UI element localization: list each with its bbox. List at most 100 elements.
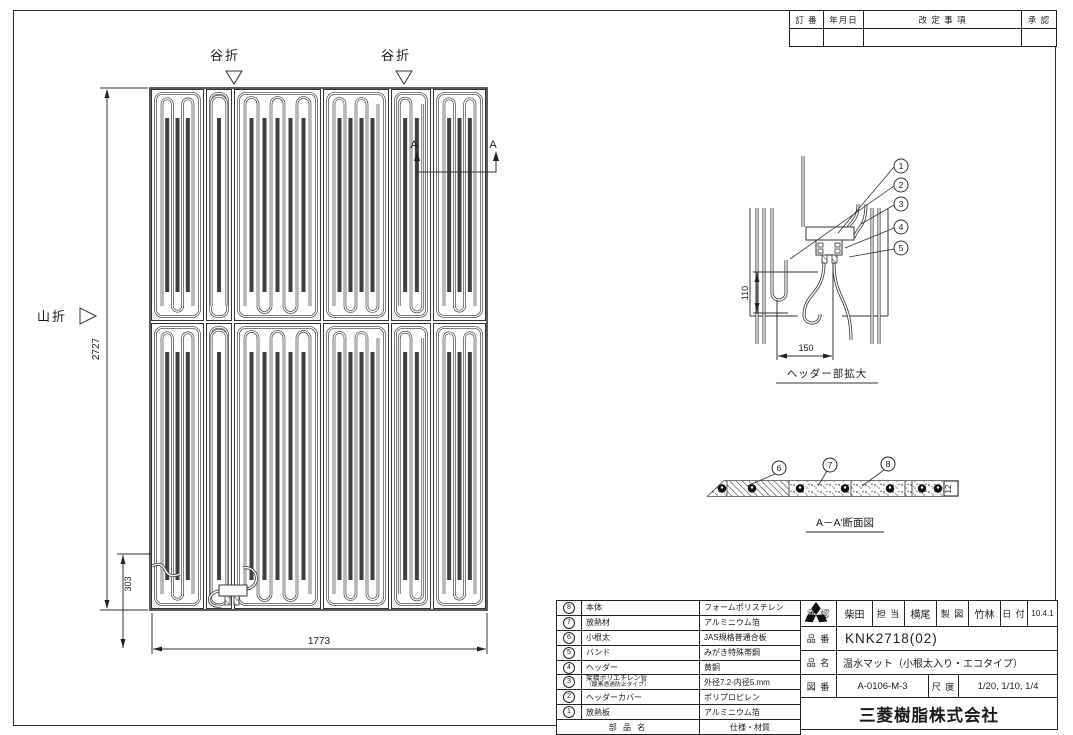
- header-detail-texts: 110 150 1 2 3 4 5 ヘッダー部拡大: [740, 161, 904, 380]
- joist-bar: [175, 118, 180, 292]
- mat-header-nipple: [233, 595, 240, 606]
- mat-header-body: [218, 584, 248, 597]
- header-detail-title: ヘッダー部拡大: [787, 367, 868, 380]
- callout-3-text: 3: [899, 199, 904, 209]
- joist-bar: [275, 352, 280, 580]
- parts-table-footer: 部 品 名仕様・材質: [557, 720, 800, 735]
- joist-bar: [414, 352, 419, 580]
- part-number-circle: 8: [563, 601, 575, 614]
- valley-fold-marker-1: [225, 70, 243, 85]
- joist-bar: [348, 352, 353, 580]
- title-block-company-row: 三菱樹脂株式会社: [801, 601, 1057, 729]
- title-block-part-name: 品 名 温水マット（小根太入り・エコタイプ）: [801, 651, 1057, 675]
- dim-150-text: 150: [798, 343, 813, 353]
- joist-bar: [359, 118, 364, 292]
- part-number: 8: [557, 601, 582, 615]
- joist-bar: [185, 352, 190, 580]
- thickness-box: [943, 480, 959, 497]
- joist-bar: [370, 352, 375, 580]
- drawing-no-value: A-0106-M-3: [837, 675, 929, 697]
- part-name-cell: ヘッダー: [582, 660, 700, 675]
- header-detail-view: [749, 156, 909, 384]
- revision-table: 訂 番 年月日 改 定 事 項 承 認: [789, 10, 1057, 47]
- callout-circle-5: [893, 240, 909, 256]
- part-number-circle: 1: [563, 706, 575, 719]
- part-number: 4: [557, 660, 582, 675]
- joist-bar: [337, 352, 342, 580]
- valley-fold-label-2: 谷折: [381, 48, 411, 63]
- serpentine-pipe: [244, 96, 311, 314]
- joist-bar: [467, 118, 472, 292]
- part-name-cell: 架橋ポリエチレン管（酸素透過防止タイプ）: [582, 675, 700, 690]
- joist-bar: [185, 118, 190, 292]
- mitsubishi-logo: [804, 601, 828, 623]
- title-block-part-no: 品 番 KNK2718(02): [801, 627, 1057, 651]
- title-block: 承 認 柴田 担 当 横尾 製 図 竹林 日 付 10.4.1 品 番 KNK2…: [800, 600, 1058, 730]
- part-name-cell: 放熱板: [582, 705, 700, 720]
- callout-5-text: 5: [899, 243, 904, 253]
- title-block-drawing-no: 図 番 A-0106-M-3 尺 度 1/20, 1/10, 1/4: [801, 675, 1057, 698]
- scale-value: 1/20, 1/10, 1/4: [977, 680, 1039, 692]
- callout-circle-7: [822, 457, 838, 473]
- part-spec-cell: JAS規格普通合板: [704, 633, 767, 643]
- revision-table-empty-row: [790, 29, 1056, 46]
- cross-section-fills: [708, 481, 944, 496]
- serpentine-pipe: [398, 331, 424, 601]
- joist-bar: [359, 352, 364, 580]
- joist-bar: [457, 118, 462, 292]
- cross-section-view: 12 6 7 8 A－A'断面図: [706, 456, 959, 533]
- serpentine-pipe: [210, 95, 228, 306]
- callout-circle-1: [893, 158, 909, 174]
- serpentine-pipe: [210, 329, 228, 594]
- mat-outline: [149, 87, 488, 611]
- callout-circle-2: [893, 177, 909, 193]
- joist-bar: [457, 352, 462, 580]
- serpentine-pipe: [333, 331, 379, 601]
- draft-name: 竹林: [969, 601, 1001, 626]
- joist-bar: [301, 118, 306, 292]
- charge-label: 担 当: [873, 601, 905, 626]
- revision-table-header: 訂 番 年月日 改 定 事 項 承 認: [790, 11, 1056, 29]
- date-value: 10.4.1: [1031, 609, 1054, 618]
- main-mat-texts: 谷折 谷折 山折 2727 1773 303 A A: [37, 48, 497, 647]
- part-name-cell: 放熱材: [582, 615, 700, 630]
- section-marker-a-right: A: [489, 139, 497, 151]
- title-block-signatures: 承 認 柴田 担 当 横尾 製 図 竹林 日 付 10.4.1: [801, 601, 1057, 627]
- part-spec-cell: みがき特殊帯鋼: [704, 648, 760, 658]
- dim-12-text: 12: [944, 484, 953, 493]
- part-spec-cell: アルミニウム箔: [704, 707, 760, 717]
- part-name-line1: 架橋ポリエチレン管: [586, 675, 648, 683]
- joist-bar: [275, 118, 280, 292]
- drawing-frame-border: [13, 10, 1056, 726]
- joist-bar: [403, 352, 408, 580]
- rev-col-number: 訂 番: [790, 11, 824, 28]
- callout-circle-6: [771, 460, 787, 476]
- joist-hatch-region: [727, 481, 789, 496]
- part-number-circle: 4: [563, 661, 575, 674]
- pipe-cross-dots: [717, 484, 943, 493]
- callout-circle-3: [893, 196, 909, 212]
- dim-2727-text: 2727: [91, 337, 102, 360]
- callout-8-text: 8: [886, 459, 891, 469]
- joist-bar: [165, 118, 170, 292]
- joist-bar: [337, 118, 342, 292]
- cross-section-title: A－A'断面図: [816, 516, 874, 529]
- company-name: 三菱樹脂株式会社: [859, 706, 999, 725]
- detail-header-nipple: [821, 254, 828, 264]
- cross-section-ticks: [726, 481, 913, 496]
- part-spec-cell: アルミニウム箔: [704, 618, 760, 628]
- serpentine-pipe: [333, 97, 379, 313]
- detail-header-nipple: [831, 254, 838, 264]
- part-spec-cell: 外径7.2-内径5.mm: [704, 677, 770, 687]
- part-spec-cell: ポリプロピレン: [704, 692, 760, 702]
- part-number: 7: [557, 615, 582, 630]
- dim-303-text: 303: [123, 576, 133, 591]
- joist-bar: [414, 118, 419, 292]
- part-number: 5: [557, 645, 582, 660]
